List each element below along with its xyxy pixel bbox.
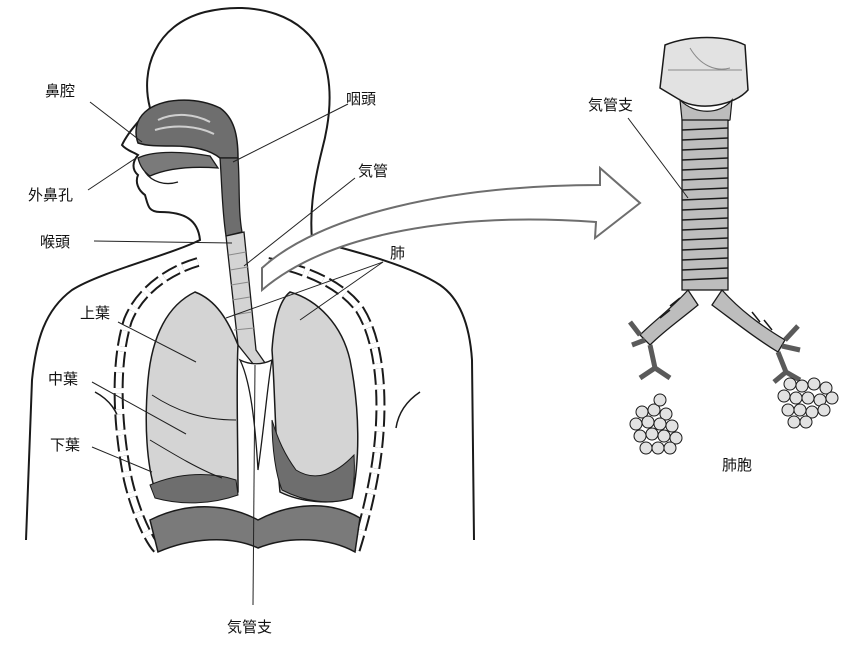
label-nostril: 外鼻孔 xyxy=(28,186,73,204)
label-lung: 肺 xyxy=(390,244,405,262)
bronchi xyxy=(630,290,800,382)
label-nasal-cavity: 鼻腔 xyxy=(45,82,75,100)
mouth xyxy=(138,152,218,183)
right-lung xyxy=(272,292,358,502)
zoom-arrow xyxy=(262,168,640,290)
body-outline xyxy=(26,8,474,540)
label-alveoli: 肺胞 xyxy=(722,456,752,474)
label-trachea: 気管 xyxy=(358,162,388,180)
alveoli-left xyxy=(630,394,682,454)
label-middle-lobe: 中葉 xyxy=(48,370,78,388)
nasal-cavity xyxy=(136,100,238,158)
label-larynx: 喉頭 xyxy=(40,233,70,251)
label-bronchus-bottom: 気管支 xyxy=(227,618,272,636)
label-pharynx: 咽頭 xyxy=(346,90,376,108)
larynx-cartilage xyxy=(660,38,748,125)
heart-space xyxy=(240,360,272,470)
alveoli-right xyxy=(778,378,838,428)
diaphragm xyxy=(150,506,360,552)
label-upper-lobe: 上葉 xyxy=(80,304,110,322)
pharynx xyxy=(220,158,242,236)
label-bronchus-right: 気管支 xyxy=(588,96,633,114)
right-trachea xyxy=(682,120,728,290)
label-lower-lobe: 下葉 xyxy=(50,436,80,454)
left-lung xyxy=(146,292,238,503)
